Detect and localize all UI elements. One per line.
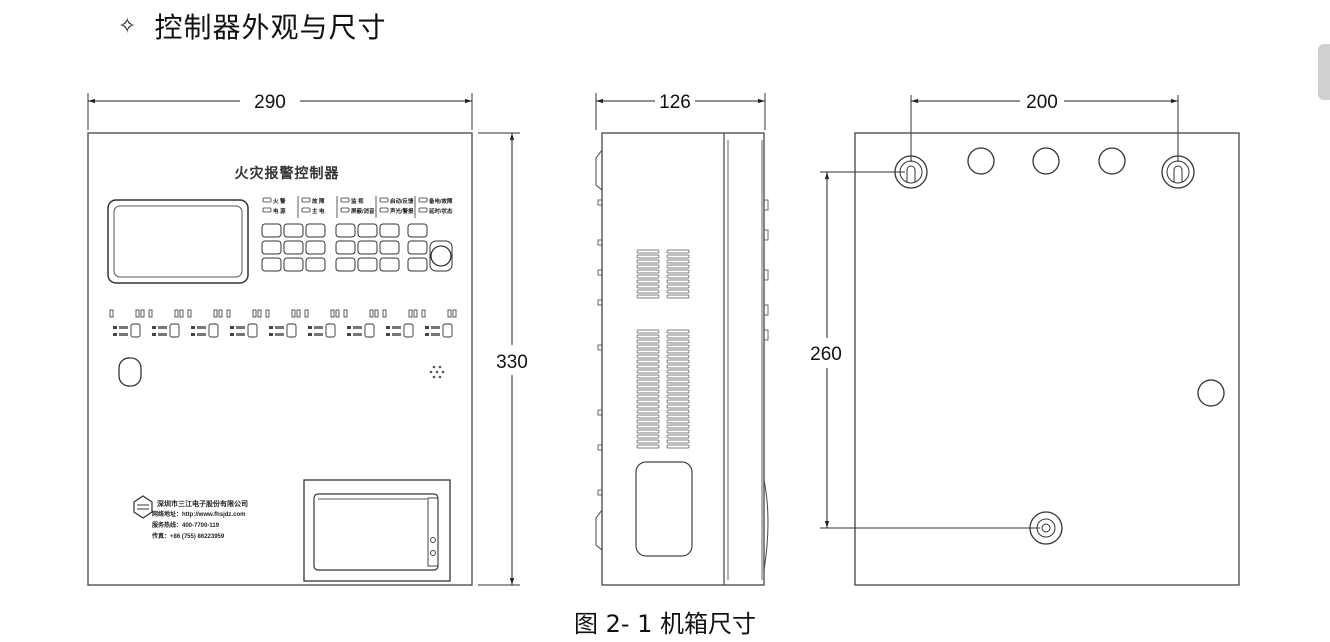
zone-key [364, 323, 375, 338]
cable-knockout [1098, 147, 1126, 175]
ventilation-slots [636, 249, 690, 449]
navigation-knob [430, 245, 452, 267]
keypad-key [283, 223, 304, 238]
keyhole-mount-left [894, 155, 928, 189]
indicator-label: 故 障 [312, 197, 325, 205]
keypad-key [407, 240, 428, 255]
zone-key [208, 323, 219, 338]
zone-key [247, 323, 258, 338]
indicator-label: 电 源 [273, 207, 286, 215]
keypad-key [379, 240, 400, 255]
keypad-key [407, 223, 428, 238]
front-height-dimension: 330 [496, 352, 528, 373]
side-depth-dimension: 126 [659, 92, 691, 113]
keypad-key [335, 223, 356, 238]
zone-key [442, 323, 453, 338]
indicator-label: 启动/反馈 [390, 197, 414, 205]
mounting-vertical-dimension: 260 [810, 344, 842, 365]
mount-hole-bottom [1029, 511, 1063, 545]
keypad-key [261, 240, 282, 255]
cable-knockout [967, 147, 995, 175]
keypad-key [305, 257, 326, 272]
company-logo [133, 495, 153, 519]
front-view: 290 330 火灾报警控制器 火 警电 源 故 障主 电 监 视屏蔽/消音 启动/反… [87, 92, 528, 586]
keypad-key [379, 223, 400, 238]
mounting-hole-spacing-dimension: 200 [1026, 92, 1058, 113]
cable-knockout [1197, 379, 1225, 407]
side-view: 126 [595, 92, 769, 586]
keyhole-mount-right [1161, 155, 1195, 189]
keypad-key [357, 257, 378, 272]
four-point-star-icon: ✧ [118, 13, 137, 39]
service-hotline: 服务热线：400-7700-119 [152, 521, 220, 529]
keypad-key [305, 240, 326, 255]
indicator-label: 监 视 [351, 197, 364, 205]
figure-caption: 图 2- 1 机箱尺寸 [573, 610, 757, 638]
back-view: 200 260 [810, 92, 1240, 586]
keypad-key [261, 257, 282, 272]
panel-title: 火灾报警控制器 [235, 165, 340, 181]
keypad-key [305, 223, 326, 238]
zone-key [403, 323, 414, 338]
key-lock [118, 357, 142, 387]
indicator-label: 备电/故障 [428, 197, 453, 205]
keypad [261, 223, 428, 272]
side-body [601, 132, 765, 586]
company-fax: 传真：+86 (755) 86223959 [151, 532, 225, 540]
zone-key [169, 323, 180, 338]
printer-unit [303, 479, 451, 582]
company-name: 深圳市三江电子股份有限公司 [157, 499, 248, 508]
zone-indicator-row [109, 309, 457, 338]
keypad-key [379, 257, 400, 272]
company-website: 网络地址：http://www.fhsjdz.com [152, 510, 245, 518]
keypad-key [407, 257, 428, 272]
zone-key [286, 323, 297, 338]
indicator-label: 屏蔽/消音 [351, 207, 375, 215]
indicator-label: 延时/状态 [428, 207, 453, 215]
lcd-screen [107, 199, 249, 284]
indicator-label: 声光/警报 [390, 207, 414, 215]
keypad-key [335, 257, 356, 272]
buzzer-holes [429, 365, 445, 379]
keypad-key [283, 257, 304, 272]
zone-key [130, 323, 141, 338]
section-heading: ✧ 控制器外观与尺寸 [118, 6, 386, 46]
cable-knockout [1032, 147, 1060, 175]
keypad-key [261, 223, 282, 238]
keypad-key [357, 223, 378, 238]
keypad-key [283, 240, 304, 255]
back-panel [854, 132, 1240, 586]
front-width-dimension: 290 [254, 92, 286, 113]
zone-key [325, 323, 336, 338]
keypad-key [357, 240, 378, 255]
side-panel-cover [635, 461, 693, 557]
indicator-label: 主 电 [312, 207, 325, 215]
indicator-label: 火 警 [273, 197, 286, 205]
keypad-key [335, 240, 356, 255]
scrollbar-thumb[interactable] [1318, 44, 1330, 100]
section-title: 控制器外观与尺寸 [154, 11, 387, 44]
